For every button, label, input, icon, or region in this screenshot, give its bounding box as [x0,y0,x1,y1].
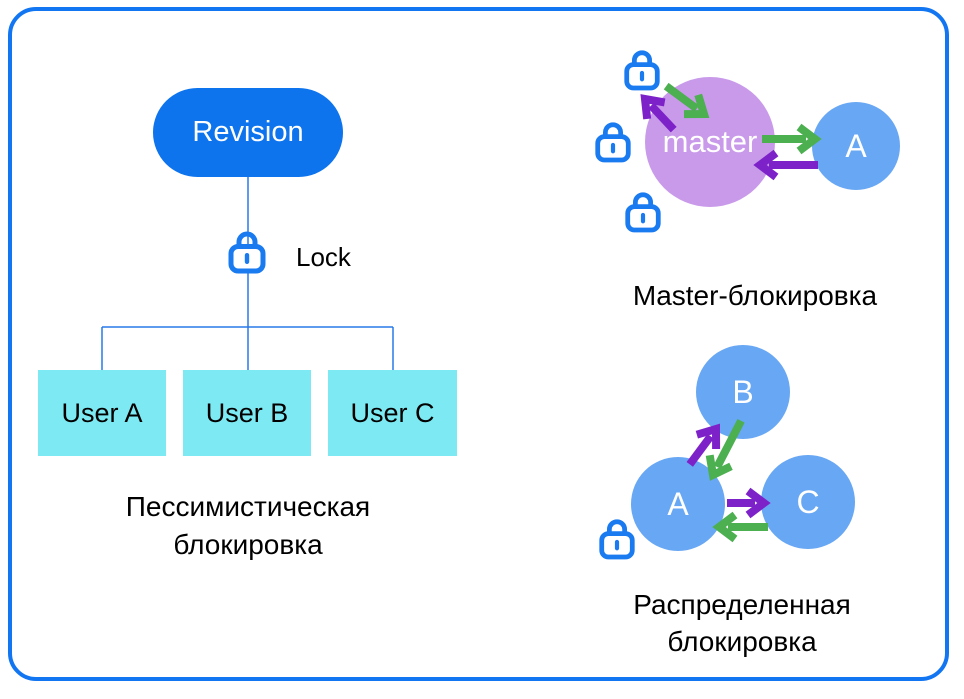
user-a-box: User A [38,370,166,456]
lock-icon [622,187,664,233]
node-b: B [696,345,790,439]
lock-icon [225,226,269,274]
user-a-label: User A [61,397,143,428]
node-c-label: C [796,483,820,520]
replica-a-node: A [812,102,900,190]
distributed-caption: Распределенная блокировка [562,586,922,660]
distributed-caption-line2: блокировка [667,626,817,657]
user-c-box: User C [328,370,457,456]
master-node: master [645,77,775,207]
node-a: A [631,457,725,551]
replica-a-label: A [845,127,867,164]
node-b-label: B [732,373,754,410]
node-c: C [761,455,855,549]
diagram-border [8,7,949,681]
user-b-label: User B [205,397,289,428]
lock-label: Lock [296,242,351,272]
lock-icon [621,45,663,91]
distributed-caption-line1: Распределенная [633,589,851,620]
lock-icon [596,514,638,560]
master-label: master [662,124,758,159]
pessimistic-caption-line1: Пессимистическая [125,491,371,522]
user-b-box: User B [183,370,311,456]
node-a-label: A [667,485,689,522]
master-caption: Master-блокировка [632,280,878,311]
pessimistic-caption: Пессимистическая блокировка [48,488,448,564]
lock-icon [592,117,634,163]
revision-node: Revision [153,88,343,177]
user-c-label: User C [350,397,435,428]
pessimistic-caption-line2: блокировка [173,529,323,560]
revision-label: Revision [192,116,304,148]
